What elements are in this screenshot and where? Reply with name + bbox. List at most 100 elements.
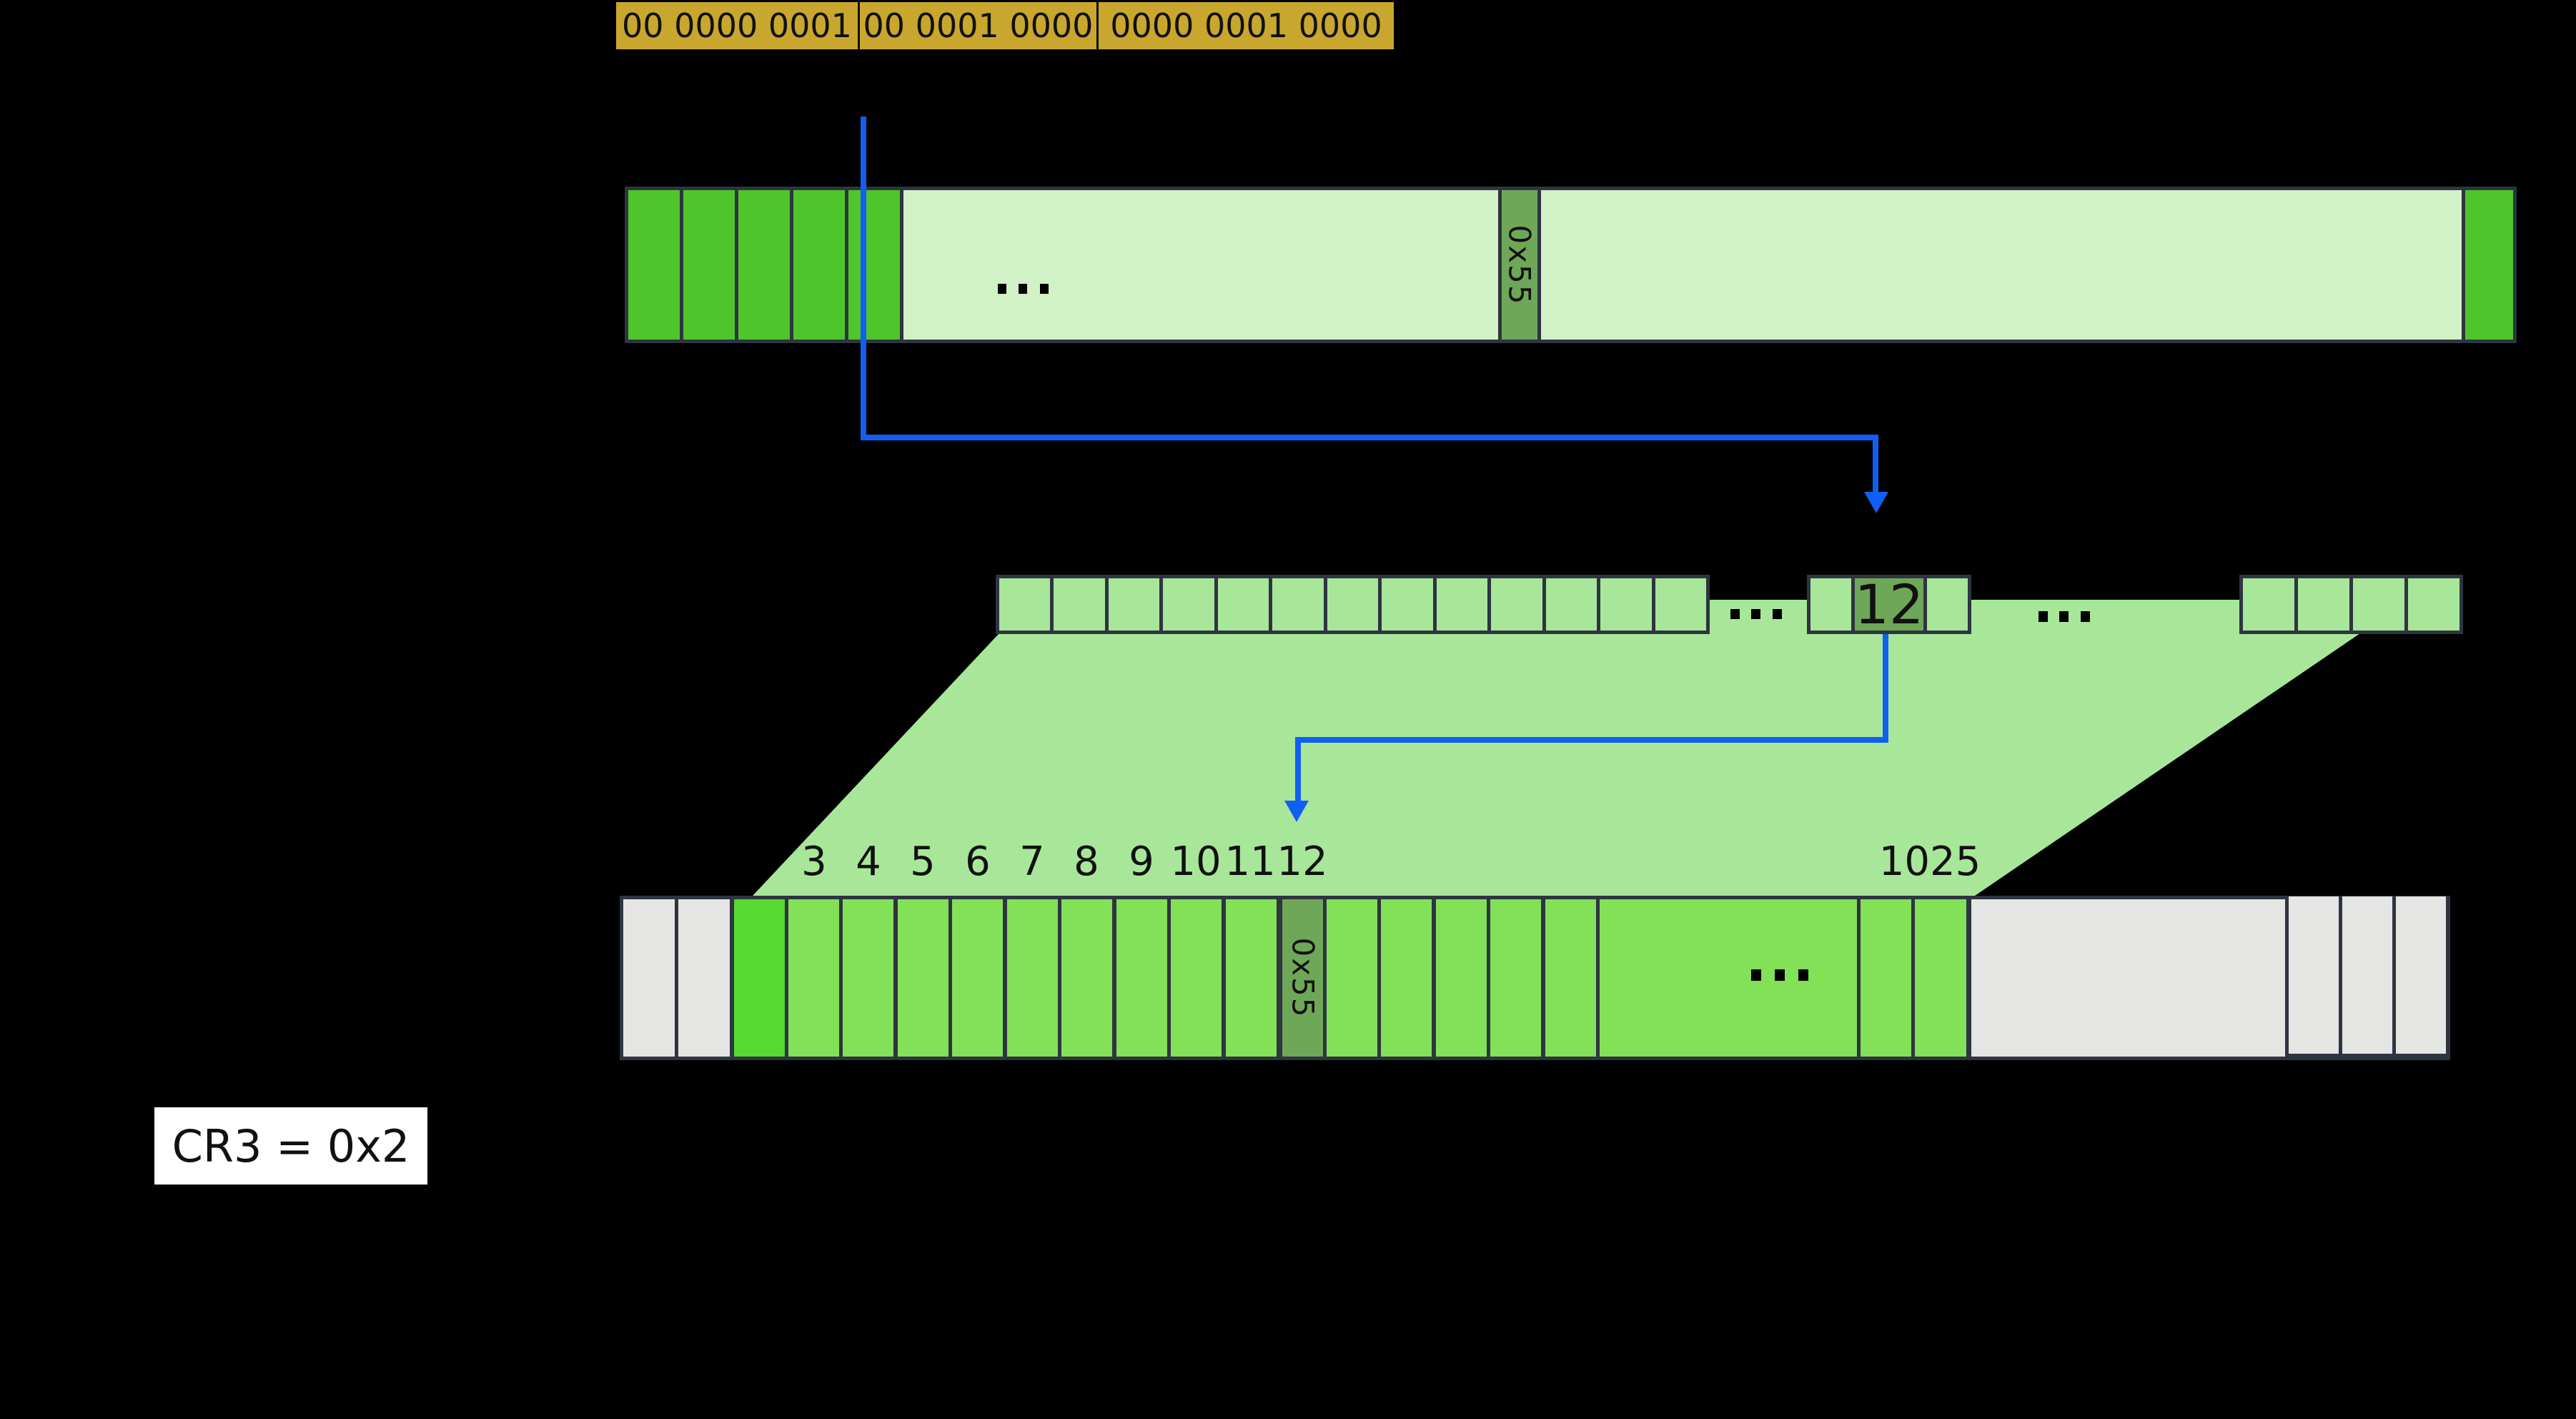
ellipsis-dot [2059,611,2069,622]
upper-bar-free-region [1541,190,2462,340]
memory-frame [1061,899,1112,1057]
cr3-register-label: CR3 = 0x2 [154,1107,427,1185]
upper-bar-entry-0x55: 0x55 [1502,190,1537,340]
entries-row-group-2: 12 [1807,575,1971,634]
memory-frame-1025 [1915,899,1966,1057]
memory-frame-run [1600,899,1857,1057]
memory-frame [1171,899,1222,1057]
frame-label-6: 6 [965,839,991,885]
memory-frame [1861,899,1911,1057]
upper-bar-cell [793,190,845,340]
entry-cell [1545,578,1597,631]
ellipsis-dot [2038,611,2048,622]
upper-bar-cell [683,190,735,340]
memory-frame [1226,899,1277,1057]
frame-label-11: 11 [1224,839,1276,885]
ellipsis-dot [1019,284,1027,294]
frame-label-9: 9 [1129,839,1154,885]
frame-label-1025: 1025 [1878,839,1981,885]
memory-frame [1116,899,1167,1057]
memory-frame-free [2342,896,2392,1054]
arrow2-vertical-segment [1883,634,1888,743]
arrow2-drop-segment [1295,737,1301,802]
memory-frame [952,899,1003,1057]
ellipsis-dot [2081,611,2090,622]
ellipsis-dot [1775,969,1785,981]
zoom-region-shape [753,600,2409,896]
address-offset-bits: 0000 0001 0000 [1110,6,1382,45]
entries-row-group-3 [2239,575,2463,634]
upper-bar-free-region [903,190,1498,340]
memory-frame [1007,899,1058,1057]
upper-bar-cell [848,190,900,340]
cr3-text: CR3 = 0x2 [172,1119,410,1172]
entry-cell [999,578,1051,631]
entry-cell [1382,578,1433,631]
upper-bar-cell [628,190,680,340]
arrow2-horizontal-segment [1295,737,1888,743]
memory-free-region [1971,899,2285,1057]
address-divider [858,2,860,49]
memory-frame-free [2396,896,2446,1054]
frame-label-7: 7 [1019,839,1045,885]
frame-label-12: 12 [1277,839,1328,885]
memory-frame-label: 0x55 [1285,937,1320,1019]
ellipsis-dot [998,284,1006,294]
virtual-address-box: 00 0000 0001 00 0001 0000 0000 0001 0000 [616,2,1394,49]
frame-label-5: 5 [910,839,936,885]
address-divider [1096,2,1099,49]
memory-frame-0x55: 0x55 [1282,899,1323,1057]
entry-cell [1491,578,1542,631]
entry-cell [1927,578,1968,631]
arrow1-arrowhead-icon [1864,492,1888,513]
frame-label-4: 4 [856,839,881,885]
memory-frame-free [623,899,675,1057]
entry-cell [1655,578,1707,631]
memory-frame [788,899,839,1057]
upper-bar-entry-label: 0x55 [1502,224,1537,306]
entry-cell [2353,578,2404,631]
entry-cell [1810,578,1851,631]
entry-cell [1327,578,1379,631]
memory-frame [1381,899,1432,1057]
entry-cell [1272,578,1324,631]
entries-row-group-1 [996,575,1710,634]
entry-cell [2408,578,2459,631]
selected-entry-label: 12 [1854,573,1924,636]
arrow2-arrowhead-icon [1284,801,1309,822]
upper-bar-cell [738,190,790,340]
memory-frame-free [678,899,730,1057]
arrow1-drop-segment [1873,435,1878,493]
memory-frame [898,899,948,1057]
address-table-bits: 00 0001 0000 [863,6,1094,45]
ellipsis-dot [1730,609,1740,619]
ellipsis-dot [1798,969,1808,981]
entry-cell [2298,578,2349,631]
entry-cell [1217,578,1269,631]
ellipsis-dot [1040,284,1049,294]
arrow1-horizontal-segment [861,435,1878,440]
address-directory-bits: 00 0000 0001 [622,6,852,45]
memory-frame [843,899,893,1057]
entry-cell [2243,578,2294,631]
memory-frame [1545,899,1596,1057]
memory-frame-2 [734,899,785,1057]
ellipsis-dot [1751,609,1760,619]
memory-frame [1327,899,1377,1057]
entry-cell [1054,578,1105,631]
ellipsis-dot [1751,969,1761,981]
entry-cell [1108,578,1160,631]
frame-label-8: 8 [1074,839,1099,885]
selected-entry-cell: 12 [1854,573,1924,636]
arrow1-vertical-segment [861,117,866,440]
entry-cell [1163,578,1214,631]
frame-label-3: 3 [801,839,827,885]
frame-label-10: 10 [1170,839,1222,885]
physical-memory-bar: 0x55 [620,896,2450,1060]
entry-cell [1436,578,1488,631]
ellipsis-dot [1773,609,1782,619]
entry-cell [1600,578,1652,631]
memory-frame [1436,899,1487,1057]
upper-bar-cell [2465,190,2513,340]
